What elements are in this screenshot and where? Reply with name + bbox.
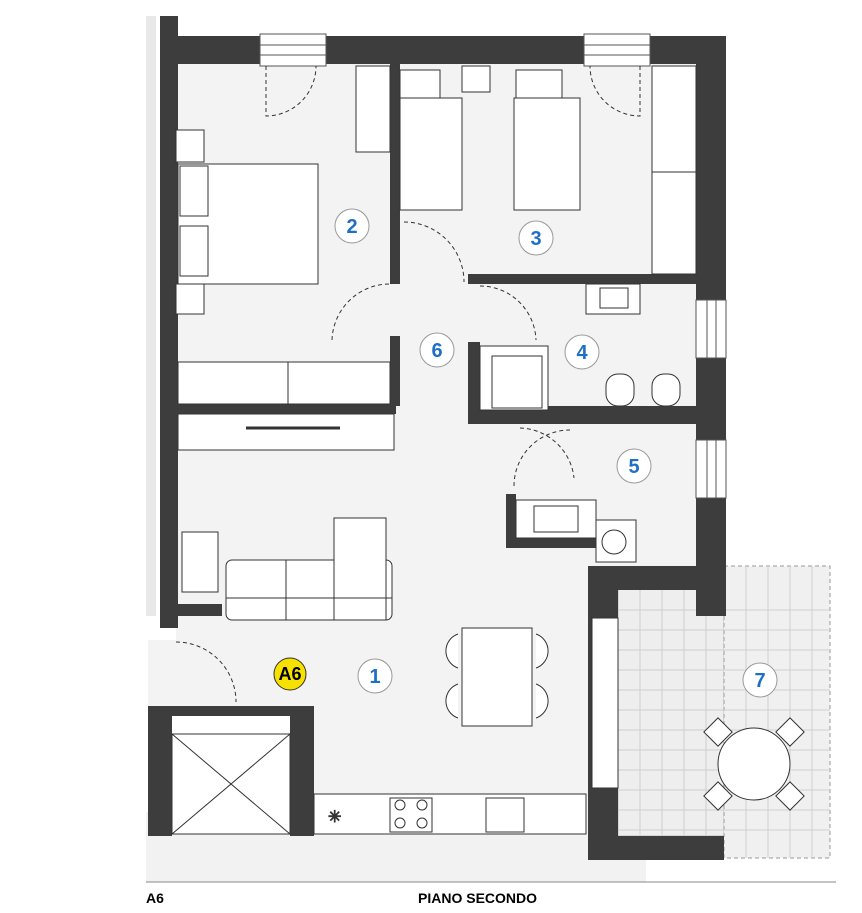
unit-badge-label: A6 bbox=[278, 664, 301, 684]
room-circle-2 bbox=[334, 208, 370, 244]
tv-unit bbox=[177, 413, 395, 451]
svg-text:✳: ✳ bbox=[328, 809, 341, 826]
sofa bbox=[225, 517, 393, 621]
door-swings bbox=[175, 65, 641, 703]
wardrobe-bedroom-3 bbox=[651, 65, 697, 275]
room-circle-6 bbox=[419, 332, 455, 368]
footer-floor-label: PIANO SECONDO bbox=[418, 890, 538, 906]
wardrobe-corridor bbox=[177, 361, 391, 405]
left-facade-strip bbox=[146, 16, 156, 616]
room-circle-3 bbox=[518, 220, 554, 256]
unit-badge bbox=[273, 657, 307, 691]
room-number-4: 4 bbox=[576, 342, 588, 364]
room-number-7: 7 bbox=[754, 670, 765, 692]
bathroom-5-fixtures bbox=[515, 499, 637, 563]
room-circle-4 bbox=[564, 334, 600, 370]
room-circle-7 bbox=[742, 662, 778, 698]
bathroom-4-fixtures bbox=[479, 283, 681, 411]
room-number-6: 6 bbox=[431, 340, 442, 362]
dining-table bbox=[445, 627, 549, 727]
double-bed bbox=[175, 129, 319, 315]
exterior-walls bbox=[148, 16, 726, 860]
stairwell-lift bbox=[171, 733, 291, 835]
room-number-2: 2 bbox=[346, 216, 357, 238]
sideboard bbox=[591, 617, 619, 789]
room-number-3: 3 bbox=[530, 228, 541, 250]
terrace-table bbox=[703, 717, 805, 811]
room-number-1: 1 bbox=[369, 666, 380, 688]
footer-unit-code: A6 bbox=[146, 890, 164, 906]
kitchen-counter: ✳ bbox=[313, 793, 587, 835]
single-beds bbox=[399, 65, 581, 211]
wardrobe-bedroom-2 bbox=[355, 65, 391, 153]
interior-walls bbox=[176, 64, 696, 548]
armchair bbox=[181, 531, 219, 593]
room-circle-1 bbox=[357, 658, 393, 694]
room-circle-5 bbox=[616, 448, 652, 484]
room-number-5: 5 bbox=[628, 456, 639, 478]
windows bbox=[259, 33, 727, 499]
